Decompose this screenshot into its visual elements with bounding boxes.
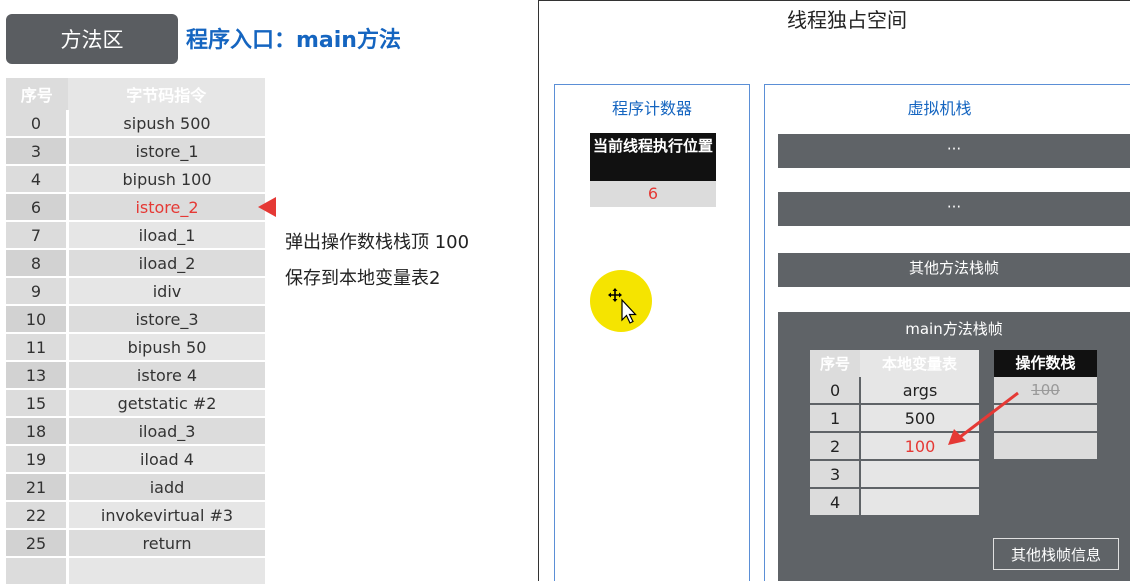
entry-title: 程序入口：main方法 <box>186 28 401 53</box>
bytecode-instruction: sipush 500 <box>67 110 265 138</box>
stack-frame-ellipsis-1: ··· <box>778 134 1130 168</box>
bytecode-index: 13 <box>6 361 69 390</box>
main-frame-title: main方法栈帧 <box>905 320 1003 338</box>
bytecode-index: 7 <box>6 221 69 250</box>
other-method-frame: 其他方法栈帧 <box>778 253 1130 287</box>
vm-stack-title: 虚拟机栈 <box>907 99 972 118</box>
bytecode-instruction: istore_2 <box>67 193 265 222</box>
operand-stack-cell <box>994 405 1097 433</box>
bytecode-instruction: istore_1 <box>67 137 265 166</box>
bytecode-index: 18 <box>6 417 69 446</box>
bytecode-instruction: istore_3 <box>67 305 265 334</box>
local-var-index: 3 <box>810 460 861 489</box>
operand-stack-cell <box>994 433 1097 461</box>
local-var-value: args <box>860 377 979 405</box>
bytecode-index: 21 <box>6 473 69 502</box>
bytecode-instruction: istore 4 <box>67 361 265 390</box>
thread-space-title: 线程独占空间 <box>787 8 907 32</box>
bytecode-instruction: getstatic #2 <box>67 389 265 418</box>
bytecode-index: 4 <box>6 165 69 194</box>
bytecode-index: 11 <box>6 333 69 362</box>
bytecode-index: 0 <box>6 110 69 138</box>
bytecode-index: 22 <box>6 501 69 530</box>
bytecode-header-instruction: 字节码指令 <box>67 78 265 110</box>
local-var-index: 4 <box>810 488 861 517</box>
bytecode-index: 15 <box>6 389 69 418</box>
vm-stack-panel: 虚拟机栈 <box>764 84 1130 581</box>
lvt-header-value: 本地变量表 <box>860 350 979 377</box>
bytecode-index: 6 <box>6 193 69 222</box>
move-cursor-icon <box>608 288 637 324</box>
method-area-tab: 方法区 <box>6 14 178 64</box>
bytecode-instruction: bipush 50 <box>67 333 265 362</box>
bytecode-instruction: return <box>67 529 265 558</box>
lvt-header-index: 序号 <box>810 350 860 377</box>
local-var-index: 1 <box>810 404 861 433</box>
stack-frame-ellipsis-2: ··· <box>778 192 1130 226</box>
bytecode-instruction: iadd <box>67 473 265 502</box>
operand-stack-cell: 100 <box>994 377 1097 405</box>
program-counter-title: 程序计数器 <box>611 99 692 118</box>
local-var-row: 4 <box>810 488 979 517</box>
local-var-value <box>860 460 979 489</box>
bytecode-instruction: iload 4 <box>67 445 265 474</box>
bytecode-index: 19 <box>6 445 69 474</box>
other-frame-info: 其他栈帧信息 <box>993 538 1119 570</box>
program-counter-panel: 程序计数器 当前线程执行位置 6 <box>554 84 750 581</box>
bytecode-instruction: invokevirtual #3 <box>67 501 265 530</box>
explanation-line-1: 弹出操作数栈栈顶 100 <box>285 232 470 253</box>
program-counter-label: 当前线程执行位置 <box>590 133 716 181</box>
explanation-line-2: 保存到本地变量表2 <box>285 268 441 289</box>
operand-stack: 操作数栈 100 <box>994 350 1097 461</box>
current-instruction-pointer <box>258 197 276 217</box>
local-var-value <box>860 488 979 517</box>
bytecode-index: 3 <box>6 137 69 166</box>
bytecode-instruction: iload_1 <box>67 221 265 250</box>
bytecode-index: 10 <box>6 305 69 334</box>
bytecode-instruction: idiv <box>67 277 265 306</box>
bytecode-header-index: 序号 <box>6 78 68 110</box>
pop-to-local-arrow <box>948 391 1019 445</box>
bytecode-index: 8 <box>6 249 69 278</box>
bytecode-instruction: bipush 100 <box>67 165 265 194</box>
local-var-index: 0 <box>810 377 861 405</box>
bytecode-instruction: iload_2 <box>67 249 265 278</box>
bytecode-index: 9 <box>6 277 69 306</box>
program-counter-value: 6 <box>590 181 716 207</box>
operand-stack-header: 操作数栈 <box>994 350 1097 377</box>
bytecode-index: 25 <box>6 529 69 558</box>
bytecode-instruction: iload_3 <box>67 417 265 446</box>
local-var-index: 2 <box>810 432 861 461</box>
local-var-value: 500 <box>860 404 979 433</box>
cursor-highlight <box>590 270 652 332</box>
local-var-row: 3 <box>810 460 979 489</box>
